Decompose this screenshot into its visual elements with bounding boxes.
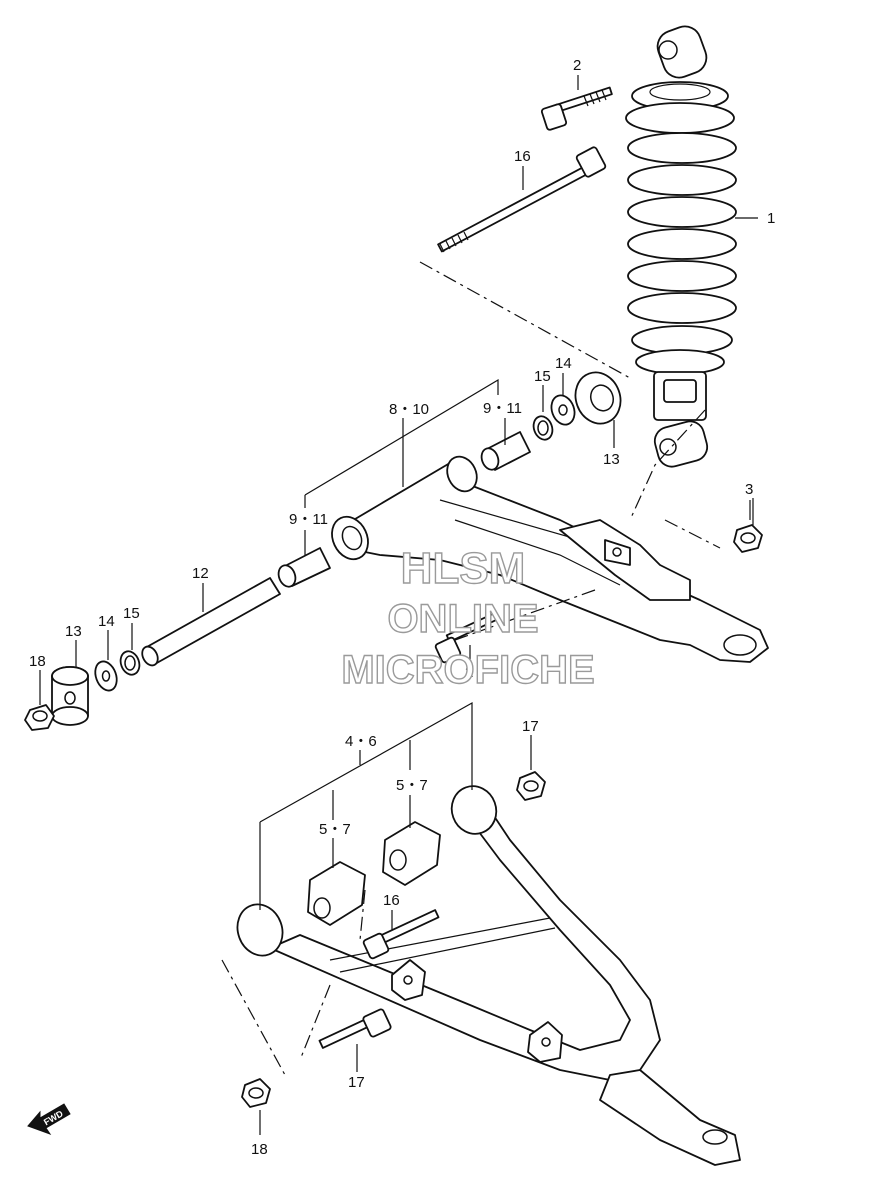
washer-14-left[interactable]	[91, 658, 120, 693]
collar-9-11-left[interactable]	[276, 547, 331, 589]
washer-14-top[interactable]	[548, 392, 579, 428]
callout-17-right: 17	[522, 718, 539, 735]
watermark-line-1: HLSM	[401, 544, 526, 593]
callout-16-top: 16	[514, 148, 531, 165]
bolt-2-mid[interactable]	[434, 612, 498, 664]
callout-14-left: 14	[98, 613, 115, 630]
callout-14-top: 14	[555, 355, 572, 372]
callout-2-mid: 2	[465, 664, 473, 681]
callout-5-7-left: 5・7	[319, 821, 351, 838]
nut-18-bottom[interactable]	[241, 1078, 271, 1108]
callout-13-top: 13	[603, 451, 620, 468]
leader-lines	[39, 75, 758, 1135]
fwd-arrow-icon: FWD	[27, 1103, 71, 1135]
assembly-lines	[221, 261, 721, 1076]
bushing-13-top[interactable]	[568, 366, 627, 430]
callout-18-bottom: 18	[251, 1141, 268, 1158]
shaft-12[interactable]	[139, 577, 281, 668]
callout-8-10: 8・10	[389, 401, 429, 418]
collar-9-11-top[interactable]	[479, 431, 531, 472]
callout-17-bottom: 17	[348, 1074, 365, 1091]
upper-arm[interactable]	[325, 452, 769, 663]
bolt-2-top[interactable]	[540, 86, 613, 131]
callout-15-left: 15	[123, 605, 140, 622]
callout-9-11-top: 9・11	[483, 400, 522, 417]
callout-2-top: 2	[573, 57, 581, 74]
callout-3: 3	[745, 481, 753, 498]
callout-1: 1	[767, 210, 775, 227]
collar-15-top[interactable]	[530, 414, 555, 443]
watermark: HLSM ONLINE MICROFICHE	[341, 543, 596, 692]
callout-18-left: 18	[29, 653, 46, 670]
bolt-17-low[interactable]	[318, 1008, 392, 1049]
callout-15-top: 15	[534, 368, 551, 385]
collar-15-left[interactable]	[117, 649, 142, 678]
callout-5-7-right: 5・7	[396, 777, 428, 794]
nut-3[interactable]	[733, 524, 763, 553]
callout-12: 12	[192, 565, 209, 582]
watermark-line-2: ONLINE	[387, 597, 538, 641]
bolt-16-low[interactable]	[362, 909, 440, 960]
lower-arm[interactable]	[230, 780, 741, 1166]
nut-18-left[interactable]	[24, 704, 55, 731]
callout-labels: 1 2 16 14 15 9・11 8・10 13 3 9・11 12 13 1…	[29, 57, 775, 1158]
callout-16-low: 16	[383, 892, 400, 909]
callout-4-6: 4・6	[345, 733, 377, 750]
bolt-16-top[interactable]	[437, 146, 607, 253]
bushing-5-7-right[interactable]	[382, 821, 441, 886]
bushing-5-7-left[interactable]	[307, 861, 366, 926]
shock-absorber[interactable]	[625, 22, 737, 470]
nut-17-right[interactable]	[516, 771, 546, 801]
callout-9-11-left: 9・11	[289, 511, 328, 528]
bushing-13-left[interactable]	[51, 666, 89, 726]
watermark-line-3: MICROFICHE	[341, 648, 594, 692]
callout-13-left: 13	[65, 623, 82, 640]
